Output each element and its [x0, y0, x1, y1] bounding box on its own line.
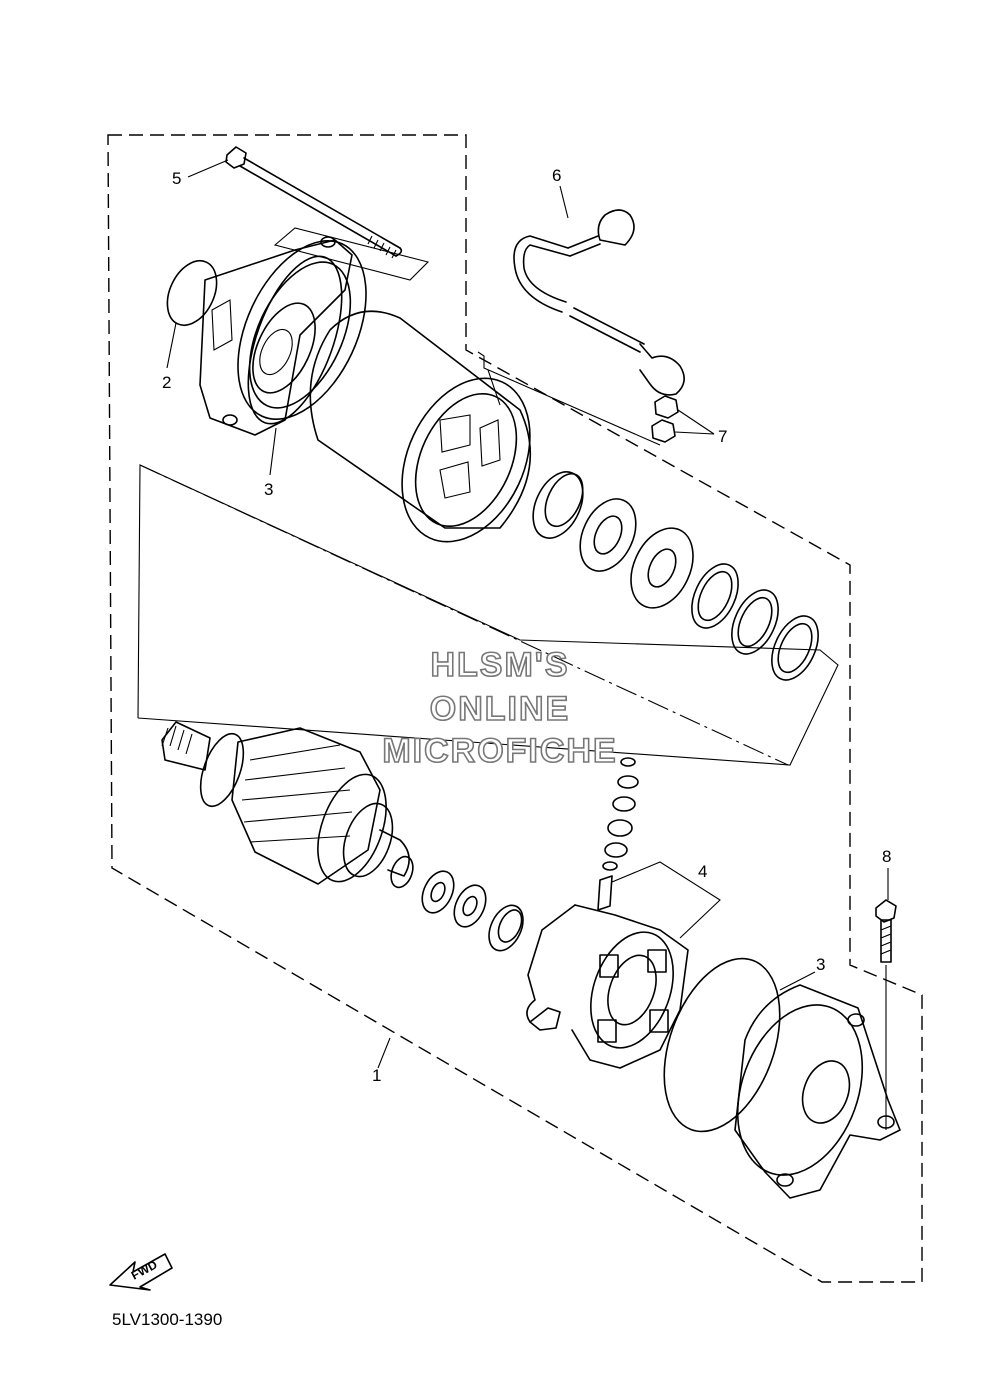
washer-stack [597, 757, 639, 911]
armature-washers [421, 870, 524, 952]
flange-bolt [875, 899, 897, 963]
svg-text:ONLINE: ONLINE [430, 690, 570, 728]
watermark: HLSM'S ONLINE MICROFICHE [382, 645, 617, 771]
callout-6: 6 [552, 166, 561, 185]
yoke-housing [309, 310, 532, 543]
callout-2: 2 [162, 373, 171, 392]
part-code: 5LV1300-1390 [112, 1310, 222, 1329]
armature-centerline [139, 464, 789, 766]
lead-wire [513, 209, 685, 396]
bolt-bracket [273, 227, 430, 281]
o-ring-lower [663, 957, 781, 1133]
o-ring-upper [247, 255, 343, 425]
callout-5: 5 [172, 169, 181, 188]
svg-text:MICROFICHE: MICROFICHE [382, 732, 617, 770]
callout-3-upper: 3 [264, 480, 273, 499]
brush-holder [526, 904, 689, 1069]
fwd-arrow-icon: FWD [109, 1253, 173, 1291]
bearing-and-washers [532, 471, 819, 681]
nuts [651, 395, 679, 443]
o-ring-cap [166, 260, 218, 326]
callout-4: 4 [698, 862, 707, 881]
front-cover [199, 236, 367, 436]
armature [161, 721, 414, 889]
through-bolt [225, 146, 403, 259]
callout-7: 7 [718, 427, 727, 446]
callout-3-lower: 3 [816, 955, 825, 974]
callout-8: 8 [882, 847, 891, 866]
callout-1: 1 [372, 1066, 381, 1085]
rear-cover [734, 984, 901, 1199]
yoke-bracket [477, 351, 661, 446]
svg-text:HLSM'S: HLSM'S [430, 646, 569, 684]
